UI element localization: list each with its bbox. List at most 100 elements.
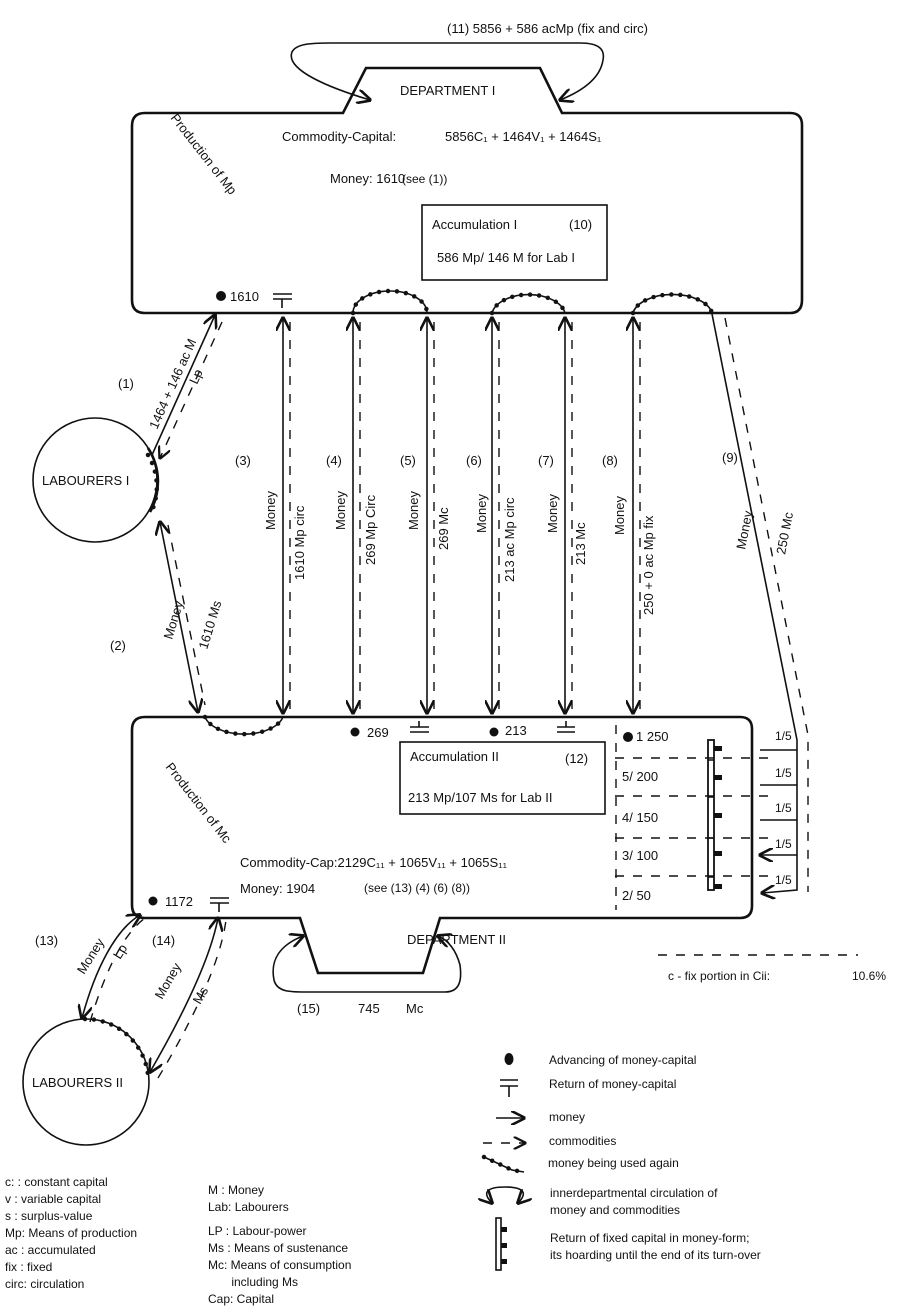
department-1-side-label: Production of Mp <box>168 111 240 198</box>
legend-label: innerdepartmental circulation of <box>550 1186 718 1200</box>
fixed-row: 2/ 50 <box>622 888 651 903</box>
flow-14-goods: Ms <box>190 984 212 1007</box>
flow-4-number: (4) <box>326 453 342 468</box>
department-1-title: DEPARTMENT I <box>400 83 495 98</box>
flow-1-goods: Lp <box>186 367 206 386</box>
department-2-loop-number: (15) <box>297 1001 320 1016</box>
advance-dot-icon <box>216 291 226 301</box>
department-2-loop-unit: Mc <box>406 1001 424 1016</box>
commodity-capital-label: Commodity-Capital: <box>282 129 396 144</box>
abbreviations-right: M : Money Lab: Labourers LP : Labour-pow… <box>208 1183 351 1306</box>
accumulation-2-title: Accumulation II <box>410 749 499 764</box>
fixed-row: 4/ 150 <box>622 810 658 825</box>
accumulation-1-text: 586 Mp/ 146 M for Lab I <box>437 250 575 265</box>
accumulation-1-title: Accumulation I <box>432 217 517 232</box>
flow-3-number: (3) <box>235 453 251 468</box>
fixed-capital-ledger: 1 250 5/ 200 4/ 150 3/ 100 2/ 50 <box>615 725 770 910</box>
flow-14-number: (14) <box>152 933 175 948</box>
hoard-bar-icon <box>495 1217 507 1271</box>
advance-dot-icon <box>489 727 499 737</box>
flow-5-goods: 269 Mc <box>436 507 451 550</box>
flow-7-goods: 213 Mc <box>573 522 588 565</box>
abbrev: including Ms <box>208 1275 298 1289</box>
money-1-note: (see (1)) <box>402 172 447 186</box>
flow-4-money: Money <box>333 490 348 530</box>
labourers-1: LABOURERS I (1) 1464 + 146 ac M Lp (2) M… <box>32 315 225 712</box>
flow-9-goods: 250 Mc <box>773 510 796 555</box>
return-bar-icon <box>273 293 292 308</box>
abbrev: Mp: Means of production <box>5 1226 137 1240</box>
flow-8-number: (8) <box>602 453 618 468</box>
flow-5-number: (5) <box>400 453 416 468</box>
abbrev: fix : fixed <box>5 1260 52 1274</box>
flow-9-money: Money <box>733 509 755 551</box>
accumulation-2-number: (12) <box>565 751 588 766</box>
return-bar-icon <box>500 1079 518 1097</box>
money-1-label: Money: 1610 <box>330 171 405 186</box>
legend-label: money and commodities <box>550 1203 680 1217</box>
abbrev: Mc: Means of consumption <box>208 1258 351 1272</box>
department-1-loop-label: (11) 5856 + 586 acMp (fix and circ) <box>447 21 648 36</box>
flow-4-goods: 269 Mp Circ <box>363 494 378 565</box>
flow-13-number: (13) <box>35 933 58 948</box>
accumulation-2-box <box>399 741 606 815</box>
commodity-capital-value: 5856C₁ + 1464V₁ + 1464S₁ <box>445 129 602 144</box>
dotted-line-icon <box>481 1154 527 1175</box>
fixed-row: 3/ 100 <box>622 848 658 863</box>
advance-1172: 1172 <box>165 894 193 909</box>
abbrev: c: : constant capital <box>5 1175 108 1189</box>
abbrev: Cap: Capital <box>208 1292 274 1306</box>
labourers-2: LABOURERS II (13) Money Lp (14) Money Ms <box>22 915 227 1146</box>
abbrev: Ms : Means of sustenance <box>208 1241 348 1255</box>
flow-6-number: (6) <box>466 453 482 468</box>
flow-3-money: Money <box>263 490 278 530</box>
department-2-title: DEPARTMENT II <box>407 932 506 947</box>
advance-dot-icon <box>504 1053 514 1065</box>
abbrev: M : Money <box>208 1183 264 1197</box>
hoard-bar-icon <box>707 739 722 891</box>
legend-label: commodities <box>549 1134 616 1148</box>
flow-1-money: 1464 + 146 ac M <box>146 336 199 431</box>
flow-6-money: Money <box>474 493 489 533</box>
flow-3-goods: 1610 Mp circ <box>292 505 307 580</box>
department-2-box <box>130 715 754 975</box>
flow-6-goods: 213 ac Mp circ <box>502 497 517 582</box>
fifth-label: 1/5 <box>775 873 792 887</box>
legend-label: Return of fixed capital in money-form; <box>550 1231 749 1245</box>
return-bar-icon <box>410 721 429 733</box>
flow-1-number: (1) <box>118 376 134 391</box>
department-1-advance: 1610 <box>230 289 259 304</box>
labourers-2-label: LABOURERS II <box>32 1075 123 1090</box>
fixed-row: 1 250 <box>636 729 669 744</box>
flow-8-money: Money <box>612 495 627 535</box>
abbreviations-left: c: : constant capital v : variable capit… <box>5 1175 137 1291</box>
money-2-note: (see (13) (4) (6) (8)) <box>364 881 470 895</box>
flow-7-number: (7) <box>538 453 554 468</box>
abbrev: v : variable capital <box>5 1192 101 1206</box>
advance-213: 213 <box>505 723 527 738</box>
flow-8-goods: 250 + 0 ac Mp fix <box>641 515 656 615</box>
flow-14-money: Money <box>152 960 185 1002</box>
abbrev: Lab: Labourers <box>208 1200 289 1214</box>
legend-label: Advancing of money-capital <box>549 1053 696 1067</box>
symbol-legend: Advancing of money-capital Return of mon… <box>481 1053 761 1271</box>
flow-13-money: Money <box>74 935 108 976</box>
legend-label: money being used again <box>548 1156 679 1170</box>
accumulation-2-text: 213 Mp/107 Ms for Lab II <box>408 790 553 805</box>
return-bar-icon <box>210 897 229 912</box>
fifths-returns: 1/5 1/5 1/5 1/5 1/5 (9) Money 250 Mc <box>711 313 809 893</box>
labourers-1-label: LABOURERS I <box>42 473 129 488</box>
fifth-label: 1/5 <box>775 729 792 743</box>
fixed-row: 5/ 200 <box>622 769 658 784</box>
flow-9-number: (9) <box>722 450 738 465</box>
fifth-label: 1/5 <box>775 837 792 851</box>
department-1-loop-arrow <box>290 42 605 100</box>
money-2-label: Money: 1904 <box>240 881 315 896</box>
legend-label: money <box>549 1110 585 1124</box>
return-bar-icon <box>557 721 575 733</box>
advance-dot-icon <box>623 732 633 742</box>
abbrev: ac : accumulated <box>5 1243 96 1257</box>
advance-dot-icon <box>148 896 158 906</box>
abbrev: LP : Labour-power <box>208 1224 307 1238</box>
